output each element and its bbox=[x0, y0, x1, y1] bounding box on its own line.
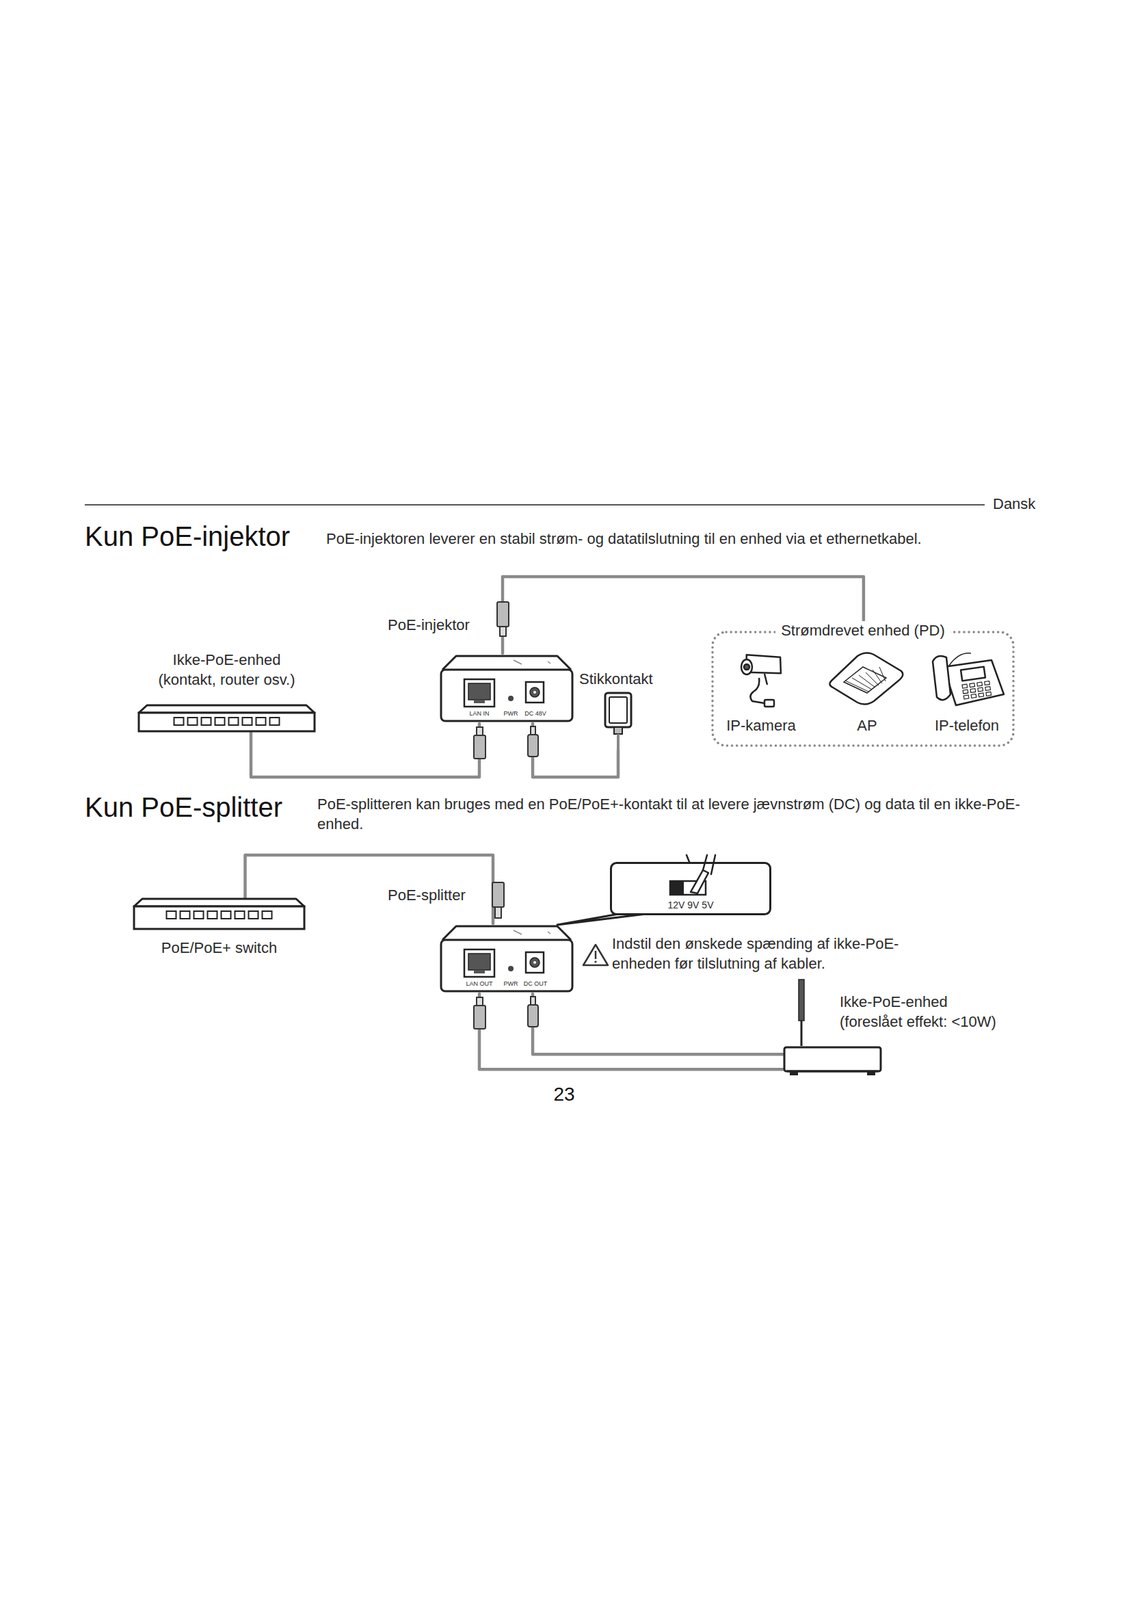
callout-pointer bbox=[557, 913, 647, 925]
device-label: PoE-injektor bbox=[387, 615, 470, 636]
poe-switch-shape bbox=[132, 897, 306, 930]
group-heading: Strømdrevet enhed (PD) bbox=[775, 620, 951, 641]
power-adapter-shape bbox=[601, 691, 635, 750]
switch-device-shape bbox=[137, 703, 316, 733]
rj45-plug bbox=[473, 996, 486, 1029]
device-label: Stikkontakt bbox=[579, 669, 654, 690]
device-label: Ikke-PoE-enhed (kontakt, router osv.) bbox=[147, 650, 306, 690]
poe-injector: PoE-injektorLAN INPWRDC 48V bbox=[438, 653, 576, 724]
warning-note: Indstil den ønskede spænding af ikke-PoE… bbox=[611, 934, 945, 974]
ip-phone: IP-telefon bbox=[923, 646, 1011, 736]
rj45-plug bbox=[492, 882, 504, 918]
poe-splitter: PoE-splitterLAN OUTPWRDC OUT bbox=[438, 923, 576, 994]
device-label: IP-telefon bbox=[923, 715, 1011, 736]
device-group: Strømdrevet enhed (PD)IP-kameraAPIP-tele… bbox=[711, 630, 1015, 747]
section-description: PoE-injektoren leverer en stabil strøm- … bbox=[326, 529, 1093, 550]
ethernet-cable bbox=[532, 723, 619, 777]
router-device-shape bbox=[782, 1045, 883, 1077]
section-description: PoE-splitteren kan bruges med en PoE/PoE… bbox=[317, 794, 1043, 834]
ip-camera: IP-kamera bbox=[716, 646, 806, 736]
poe-switch: PoE/PoE+ switch bbox=[132, 897, 306, 930]
rj45-plug bbox=[473, 726, 486, 759]
voltage-options: 12V 9V 5V bbox=[609, 898, 772, 911]
switch-device: Ikke-PoE-enhed (kontakt, router osv.) bbox=[137, 703, 316, 733]
dc-plug bbox=[527, 996, 539, 1027]
header-rule bbox=[84, 503, 985, 506]
port-label: DC 48V bbox=[521, 709, 550, 718]
language-tag: Dansk bbox=[992, 494, 1036, 515]
section-heading: Kun PoE-injektor bbox=[84, 518, 290, 554]
device-label: AP bbox=[824, 715, 910, 736]
router-device: Ikke-PoE-enhed (foreslået effekt: <10W) bbox=[782, 1045, 883, 1077]
port-label: LAN OUT bbox=[458, 979, 500, 989]
ethernet-cable bbox=[502, 576, 864, 654]
device-label: PoE/PoE+ switch bbox=[132, 938, 306, 958]
dc-plug bbox=[527, 726, 539, 757]
voltage-callout: 12V 9V 5V bbox=[609, 861, 772, 915]
power-adapter: Stikkontakt bbox=[601, 691, 635, 750]
device-label: PoE-splitter bbox=[387, 885, 466, 906]
warning-symbol bbox=[583, 944, 608, 965]
port-label: PWR bbox=[501, 709, 521, 718]
page-number: 23 bbox=[543, 1081, 585, 1107]
port-label: PWR bbox=[501, 979, 521, 989]
port-label: DC OUT bbox=[521, 979, 550, 989]
ethernet-cable bbox=[532, 993, 783, 1054]
device-label: Ikke-PoE-enhed (foreslået effekt: <10W) bbox=[839, 992, 1004, 1032]
section-heading: Kun PoE-splitter bbox=[84, 789, 283, 825]
access-point: AP bbox=[824, 646, 910, 736]
port-label: LAN IN bbox=[458, 709, 500, 718]
ethernet-cable bbox=[479, 993, 783, 1069]
device-label: IP-kamera bbox=[716, 715, 806, 736]
router-antenna bbox=[798, 979, 805, 1046]
rj45-plug bbox=[497, 601, 509, 636]
